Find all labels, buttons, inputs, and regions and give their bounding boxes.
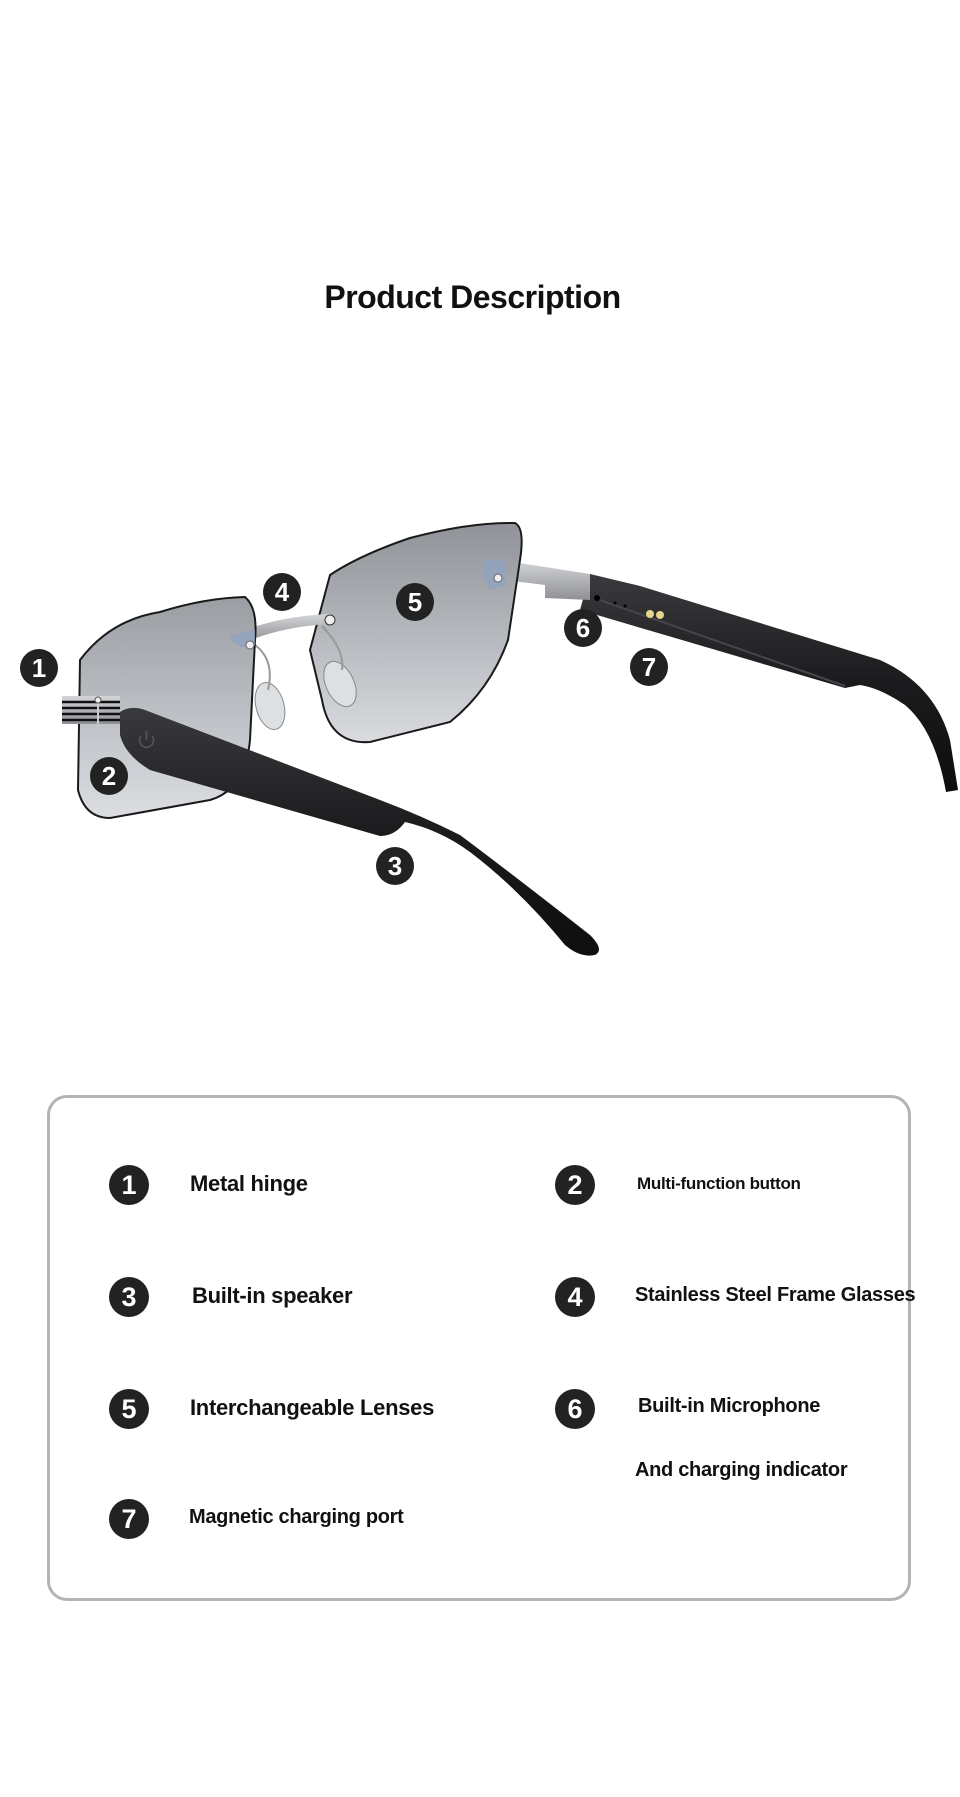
nose-pad-right bbox=[323, 660, 357, 708]
product-image-glasses bbox=[0, 500, 960, 970]
feature-num-3: 3 bbox=[109, 1277, 149, 1317]
feature-label-6: Built-in Microphone bbox=[638, 1395, 821, 1417]
feature-legend-box: 1 Metal hinge 2 Multi-function button 3 … bbox=[47, 1095, 916, 1601]
feature-num-1: 1 bbox=[109, 1165, 149, 1205]
callout-7: 7 bbox=[630, 648, 668, 686]
feature-num-2: 2 bbox=[555, 1165, 595, 1205]
feature-label-6-line2: And charging indicator bbox=[635, 1459, 848, 1481]
feature-num-7: 7 bbox=[109, 1499, 149, 1539]
callout-1: 1 bbox=[20, 649, 58, 687]
charging-pin-2 bbox=[656, 611, 664, 619]
power-icon bbox=[138, 731, 155, 749]
feature-label-3: Built-in speaker bbox=[192, 1283, 353, 1308]
feature-num-4: 4 bbox=[555, 1277, 595, 1317]
page-title: Product Description bbox=[324, 279, 621, 316]
callout-5: 5 bbox=[396, 583, 434, 621]
feature-num-5: 5 bbox=[109, 1389, 149, 1429]
feature-num-6: 6 bbox=[555, 1389, 595, 1429]
feature-label-2: Multi-function button bbox=[637, 1174, 801, 1193]
glasses-illustration bbox=[62, 521, 958, 956]
callout-2: 2 bbox=[90, 757, 128, 795]
callout-3: 3 bbox=[376, 847, 414, 885]
left-temple-arm bbox=[120, 707, 599, 956]
nose-pad-left bbox=[254, 682, 286, 730]
feature-label-1: Metal hinge bbox=[190, 1171, 308, 1196]
feature-label-4: Stainless Steel Frame Glasses bbox=[635, 1284, 916, 1306]
right-lens bbox=[308, 521, 523, 744]
callout-6: 6 bbox=[564, 609, 602, 647]
feature-label-5: Interchangeable Lenses bbox=[190, 1395, 435, 1420]
bridge bbox=[240, 614, 330, 642]
feature-label-7: Magnetic charging port bbox=[189, 1506, 404, 1528]
right-temple-arm bbox=[580, 574, 958, 792]
charging-pin-1 bbox=[646, 610, 654, 618]
right-hinge bbox=[500, 560, 590, 600]
callout-4: 4 bbox=[263, 573, 301, 611]
